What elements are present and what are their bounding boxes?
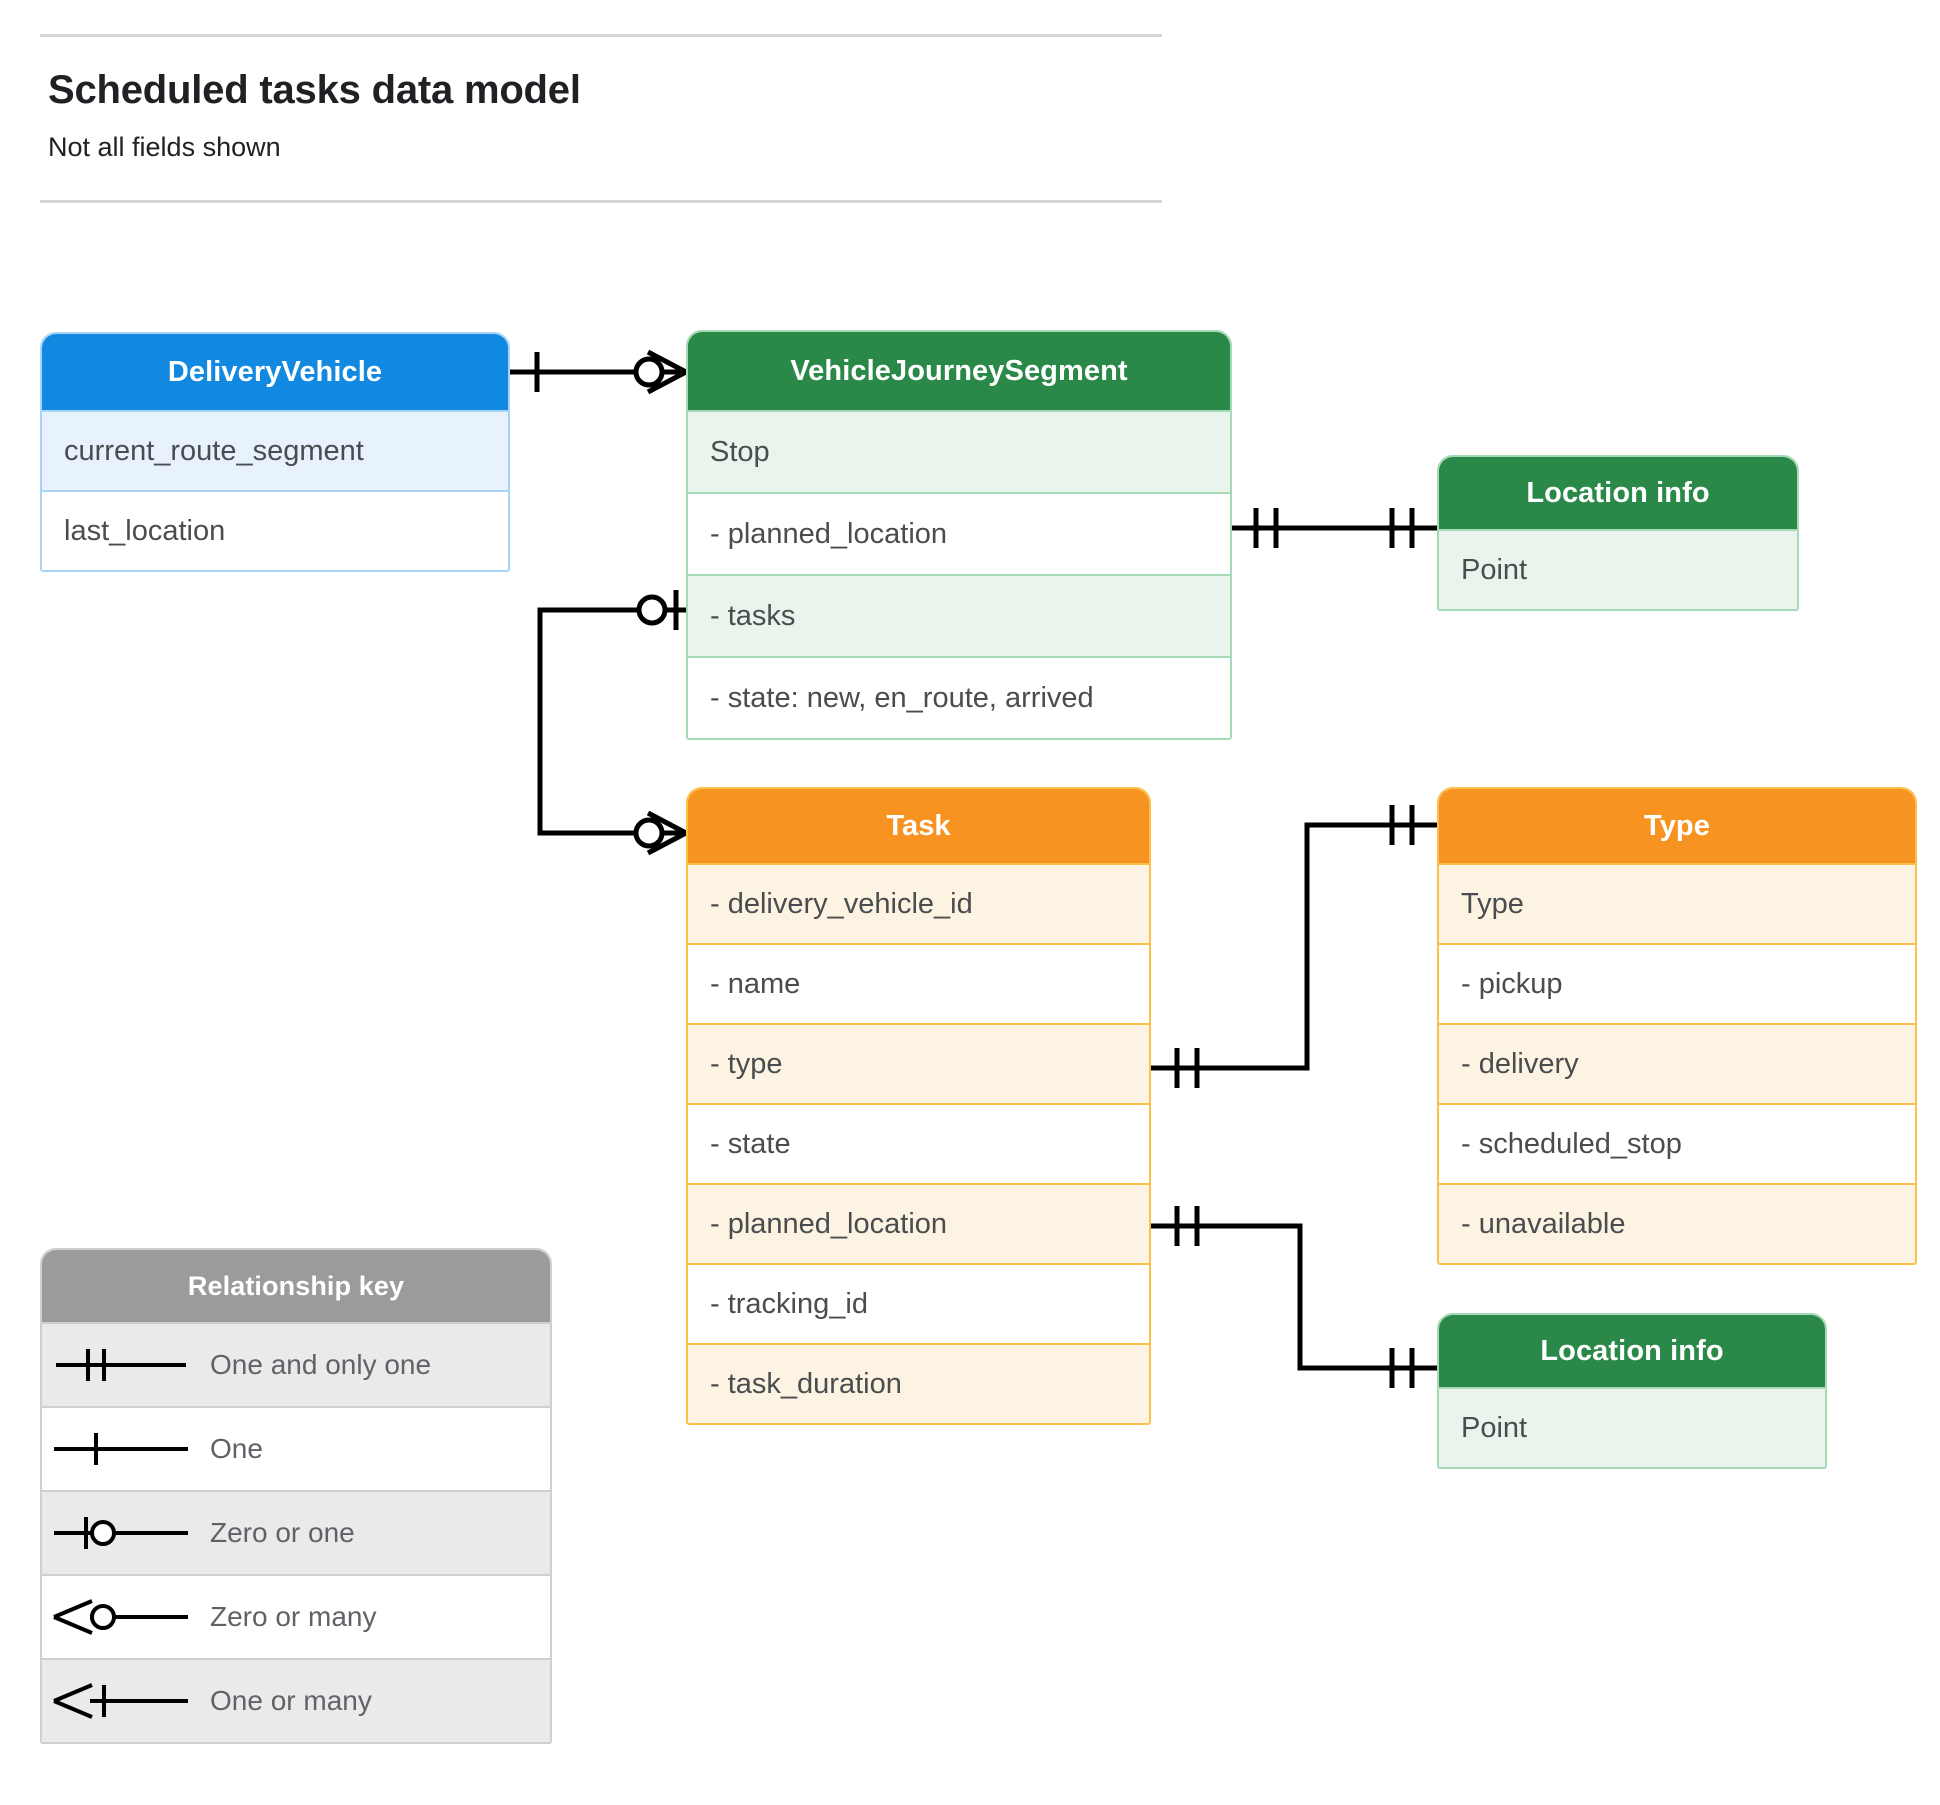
entity-task-title: Task [688,789,1149,863]
entity-type-title: Type [1439,789,1915,863]
legend-item-one-and-only-one: One and only one [42,1322,550,1406]
legend-item-one: One [42,1406,550,1490]
entity-delivery-vehicle[interactable]: DeliveryVehicle current_route_segment la… [40,332,510,572]
entity-row-current-route-segment: current_route_segment [42,410,508,490]
legend-label-one: One [210,1433,263,1464]
entity-row-tracking-id: - tracking_id [688,1263,1149,1343]
entity-row-delivery-vehicle-id: - delivery_vehicle_id [688,863,1149,943]
entity-row-name: - name [688,943,1149,1023]
entity-row-pickup: - pickup [1439,943,1915,1023]
entity-row-scheduled-stop: - scheduled_stop [1439,1103,1915,1183]
page-title: Scheduled tasks data model [48,68,581,112]
zero-or-one-icon [42,1511,200,1555]
connector-vjs-locationinfo [1232,508,1437,548]
entity-vehicle-journey-segment[interactable]: VehicleJourneySegment Stop - planned_loc… [686,330,1232,740]
entity-location-info-bottom[interactable]: Location info Point [1437,1313,1827,1469]
entity-delivery-vehicle-title: DeliveryVehicle [42,334,508,410]
entity-location-info-top-title: Location info [1439,457,1797,529]
entity-row-stop: Stop [688,410,1230,492]
entity-row-point-top: Point [1439,529,1797,609]
legend-label-one-or-many: One or many [210,1685,372,1716]
header-divider-bottom [40,200,1162,203]
entity-vehicle-journey-segment-title: VehicleJourneySegment [688,332,1230,410]
legend-title: Relationship key [42,1250,550,1322]
entity-row-state: - state: new, en_route, arrived [688,656,1230,738]
legend-item-zero-or-many: Zero or many [42,1574,550,1658]
entity-row-planned-location: - planned_location [688,492,1230,574]
legend-label-zero-or-many: Zero or many [210,1601,377,1632]
legend-label-zero-or-one: Zero or one [210,1517,355,1548]
page-subtitle: Not all fields shown [48,132,281,162]
entity-row-state-task: - state [688,1103,1149,1183]
entity-row-type: - type [688,1023,1149,1103]
entity-row-task-duration: - task_duration [688,1343,1149,1423]
entity-task[interactable]: Task - delivery_vehicle_id - name - type… [686,787,1151,1425]
one-icon [42,1427,200,1471]
entity-location-info-top[interactable]: Location info Point [1437,455,1799,611]
zero-or-many-icon [42,1595,200,1639]
one-and-only-one-icon [42,1343,200,1387]
entity-row-tasks: - tasks [688,574,1230,656]
connector-task-type [1151,805,1437,1088]
entity-row-delivery: - delivery [1439,1023,1915,1103]
header-divider-top [40,34,1162,37]
legend-item-one-or-many: One or many [42,1658,550,1742]
legend-label-one-and-only-one: One and only one [210,1349,432,1380]
connector-deliveryvehicle-vehiclejourneysegment [509,349,688,395]
connector-vjs-tasks-task [537,590,688,856]
entity-location-info-bottom-title: Location info [1439,1315,1825,1387]
entity-row-last-location: last_location [42,490,508,570]
legend-relationship-key[interactable]: Relationship key One and only one One [40,1248,552,1744]
entity-row-type-header: Type [1439,863,1915,943]
entity-row-planned-location-task: - planned_location [688,1183,1149,1263]
entity-type[interactable]: Type Type - pickup - delivery - schedule… [1437,787,1917,1265]
entity-row-point-bottom: Point [1439,1387,1825,1467]
one-or-many-icon [42,1679,200,1723]
entity-row-unavailable: - unavailable [1439,1183,1915,1263]
legend-item-zero-or-one: Zero or one [42,1490,550,1574]
connector-task-locationinfo [1151,1206,1437,1388]
